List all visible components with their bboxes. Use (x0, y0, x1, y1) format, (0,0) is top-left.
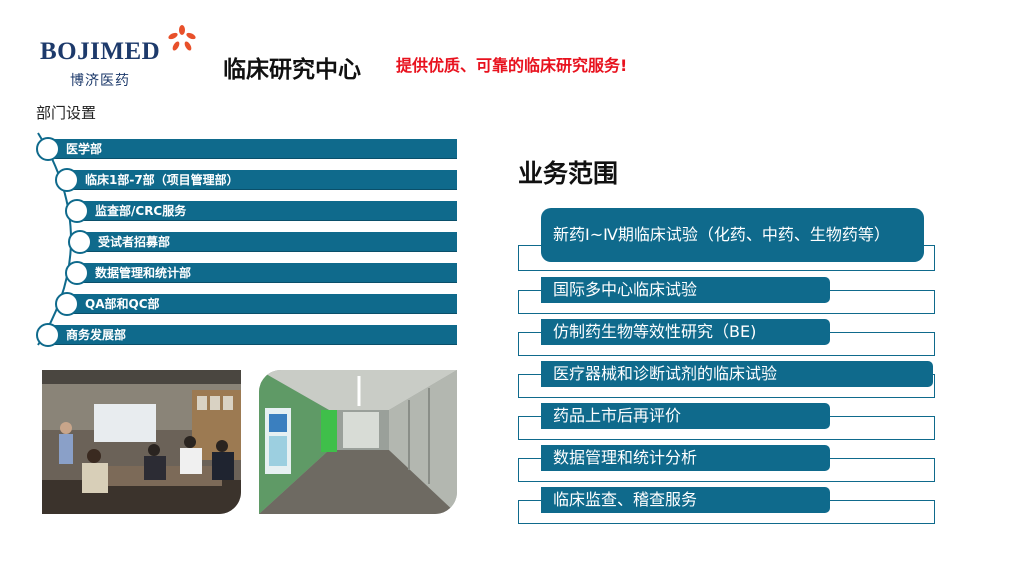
logo-wordmark: BOJIMED (40, 38, 161, 65)
department-bullet (68, 230, 92, 254)
scope-heading: 业务范围 (518, 159, 619, 188)
department-bar: 医学部 (48, 139, 457, 159)
scope-item: 仿制药生物等效性研究（BE) (541, 319, 830, 345)
department-bar: 临床1部-7部（项目管理部） (67, 170, 457, 190)
scope-item: 新药Ⅰ~Ⅳ期临床试验（化药、中药、生物药等） (541, 208, 924, 262)
department-bullet (36, 323, 60, 347)
department-bullet (65, 199, 89, 223)
department-bullet (55, 168, 79, 192)
department-bullet (55, 292, 79, 316)
scope-item: 临床监查、稽查服务 (541, 487, 830, 513)
meeting-room-photo (42, 370, 241, 514)
department-bullet (36, 137, 60, 161)
scope-item: 数据管理和统计分析 (541, 445, 830, 471)
page-title: 临床研究中心 (223, 57, 361, 83)
department-bar: QA部和QC部 (67, 294, 457, 314)
office-corridor-photo (259, 370, 457, 514)
scope-item: 国际多中心临床试验 (541, 277, 830, 303)
logo-star-icon (168, 25, 196, 51)
department-bar: 受试者招募部 (80, 232, 457, 252)
department-heading: 部门设置 (36, 104, 97, 122)
slogan-text: 提供优质、可靠的临床研究服务! (396, 56, 628, 75)
logo-chinese-name: 博济医药 (70, 73, 130, 89)
company-logo: BOJIMED 博济医药 (40, 24, 200, 94)
scope-item: 医疗器械和诊断试剂的临床试验 (541, 361, 933, 387)
scope-item: 药品上市后再评价 (541, 403, 830, 429)
department-bar: 商务发展部 (48, 325, 457, 345)
department-bar: 监查部/CRC服务 (77, 201, 457, 221)
department-bullet (65, 261, 89, 285)
department-bar: 数据管理和统计部 (77, 263, 457, 283)
